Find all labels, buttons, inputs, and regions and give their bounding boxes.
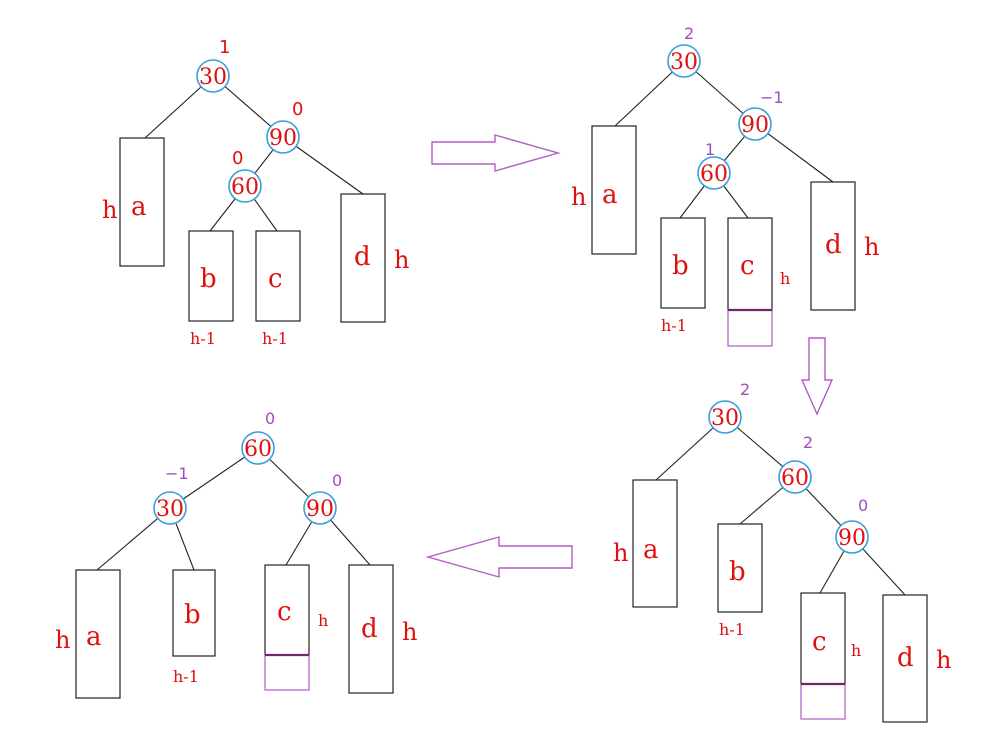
node-90-balance: 0	[292, 99, 303, 120]
node-90: 90	[738, 107, 772, 141]
arrow-left	[425, 536, 573, 578]
node-30-balance: 2	[684, 24, 694, 43]
node-60-balance: 1	[705, 140, 715, 159]
node-30-label: 30	[670, 50, 698, 75]
subtree-d-height: h	[394, 246, 409, 274]
node-90: 90	[303, 491, 337, 525]
node-30-label: 30	[199, 65, 227, 90]
subtree-c-height: h	[318, 611, 328, 630]
subtree-c-letter: c	[740, 251, 755, 281]
subtree-a-height: h	[102, 196, 117, 224]
subtree-a-box	[119, 137, 165, 267]
node-60-balance: 2	[803, 433, 813, 452]
subtree-d-height: h	[402, 618, 417, 646]
subtree-d-box	[348, 564, 394, 694]
node-60-balance: 0	[232, 148, 243, 169]
subtree-a-height: h	[55, 626, 70, 654]
node-90-label: 90	[838, 526, 866, 551]
node-60-label: 60	[781, 466, 809, 491]
node-90-balance: 0	[332, 471, 342, 490]
subtree-c-extension	[800, 683, 846, 720]
subtree-b-letter: b	[184, 600, 201, 630]
subtree-a-box	[75, 569, 121, 699]
node-60-label: 60	[700, 162, 728, 187]
node-90-label: 90	[741, 113, 769, 138]
subtree-b-height: h-1	[173, 667, 199, 686]
subtree-d-box	[882, 594, 928, 723]
node-60: 60	[241, 431, 275, 465]
node-30-label: 30	[156, 497, 184, 522]
subtree-d-height: h	[864, 233, 879, 261]
subtree-d-letter: d	[825, 230, 842, 260]
arrow-right	[431, 134, 561, 172]
subtree-a-letter: a	[131, 192, 147, 222]
edge-60-30	[169, 447, 259, 509]
diagram-1-initial-tree: a b c d h h-1 h-1 h 30 1 90 0 60 0	[102, 37, 409, 348]
subtree-a-letter: a	[643, 535, 659, 565]
subtree-b-box	[172, 569, 216, 657]
node-90-balance: −1	[760, 88, 784, 107]
diagram-2-after-insert: a b c d h h-1 h h 30 2 90 −1 60 1	[571, 24, 879, 347]
node-90: 90	[266, 120, 300, 154]
subtree-c-height: h-1	[262, 329, 288, 348]
subtree-b-height: h-1	[661, 316, 687, 335]
arrow-down	[800, 337, 834, 416]
subtree-d-letter: d	[897, 643, 914, 673]
node-30-balance: 2	[740, 380, 750, 399]
node-90-balance: 0	[858, 496, 868, 515]
subtree-c-height: h	[851, 641, 861, 660]
node-90-label: 90	[269, 126, 297, 151]
node-30: 30	[667, 44, 701, 78]
subtree-b-letter: b	[200, 264, 217, 294]
subtree-b-box	[188, 230, 234, 322]
subtree-c-extension	[264, 654, 310, 691]
node-30-label: 30	[711, 406, 739, 431]
subtree-c-box	[800, 592, 846, 685]
subtree-b-height: h-1	[719, 620, 745, 639]
subtree-b-box	[717, 523, 763, 613]
node-30: 30	[153, 491, 187, 525]
node-30: 30	[708, 400, 742, 434]
node-60: 60	[778, 460, 812, 494]
subtree-a-letter: a	[602, 180, 618, 210]
subtree-d-letter: d	[361, 614, 378, 644]
node-60: 60	[228, 169, 262, 203]
subtree-c-letter: c	[268, 264, 283, 294]
subtree-a-height: h	[613, 539, 628, 567]
subtree-c-box	[255, 230, 301, 322]
subtree-a-box	[591, 125, 637, 255]
subtree-b-height: h-1	[190, 329, 216, 348]
node-60-label: 60	[244, 437, 272, 462]
node-60-label: 60	[231, 175, 259, 200]
subtree-c-extension	[727, 309, 773, 347]
subtree-c-box	[264, 564, 310, 656]
node-30: 30	[196, 59, 230, 93]
subtree-b-letter: b	[672, 251, 689, 281]
subtree-d-height: h	[936, 646, 951, 674]
node-60: 60	[697, 156, 731, 190]
node-30-balance: 1	[219, 37, 230, 58]
diagram-4-after-left-rotation: a b c d h h-1 h h 60 0 30 −1 90 0	[55, 409, 417, 699]
subtree-d-box	[340, 193, 386, 323]
subtree-b-letter: b	[729, 557, 746, 587]
node-30-balance: −1	[165, 464, 189, 483]
subtree-b-box	[660, 217, 706, 309]
subtree-c-height: h	[780, 269, 790, 288]
node-90-label: 90	[306, 497, 334, 522]
node-90: 90	[835, 520, 869, 554]
subtree-d-letter: d	[354, 242, 371, 272]
subtree-c-letter: c	[812, 627, 827, 657]
diagram-3-after-right-rotation: a b c d h h-1 h h 30 2 60 2 90 0	[613, 380, 951, 723]
node-60-balance: 0	[265, 409, 275, 428]
subtree-a-height: h	[571, 183, 586, 211]
subtree-a-letter: a	[86, 622, 102, 652]
subtree-a-box	[632, 479, 678, 608]
subtree-c-letter: c	[277, 597, 292, 627]
subtree-c-box	[727, 217, 773, 311]
subtree-d-box	[810, 181, 856, 311]
